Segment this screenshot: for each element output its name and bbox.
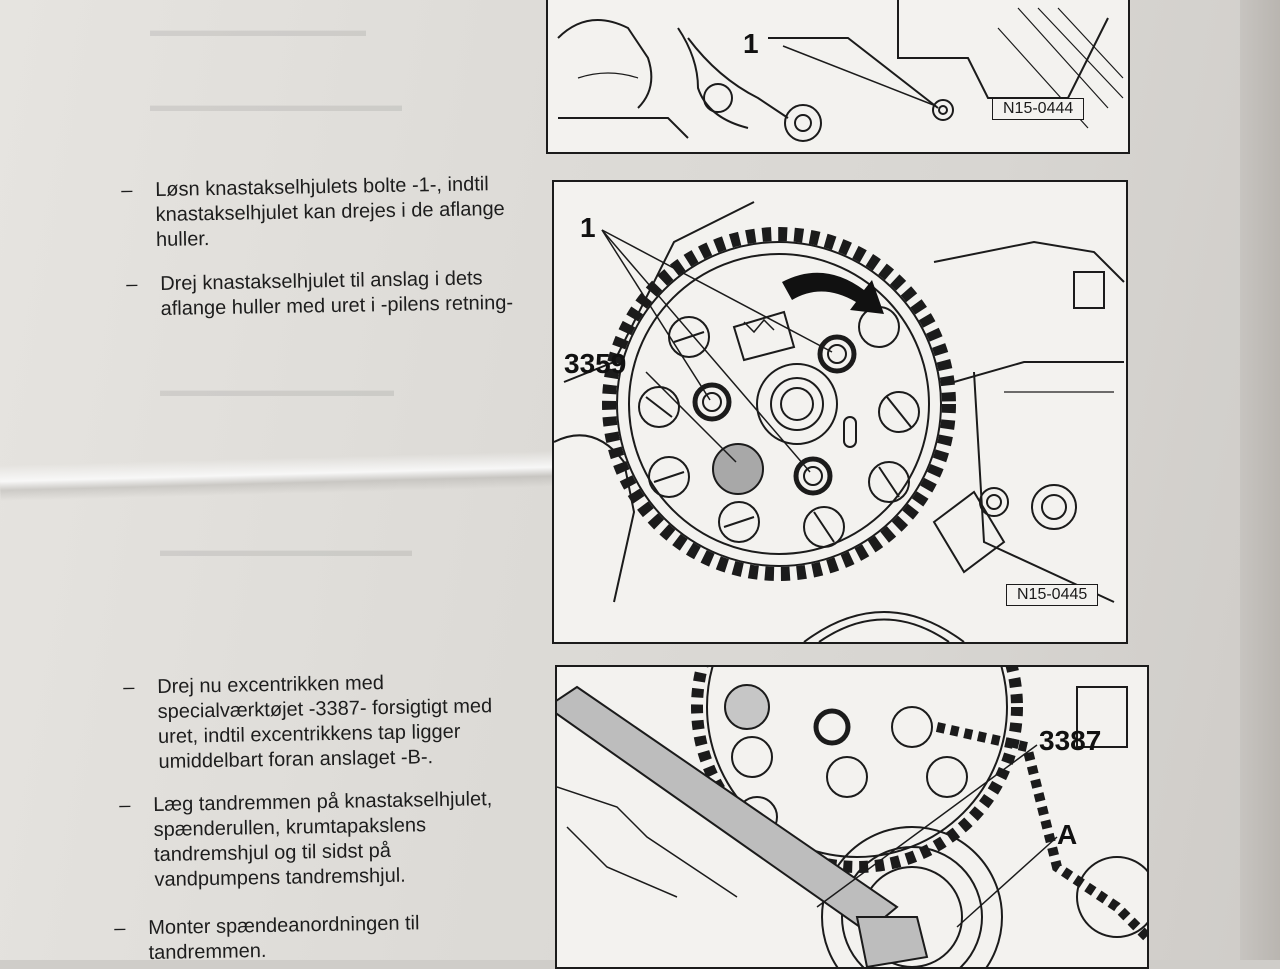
instruction-step: – Løsn knastakselhjulets bolte -1-, indt…	[121, 172, 505, 253]
figure-code: N15-0445	[1006, 584, 1099, 606]
step-text: Løsn knastakselhjulets bolte -1-, indtil…	[155, 173, 505, 251]
paper-fold	[0, 450, 561, 502]
figure-n15-0444: 1 N15-0444	[546, 0, 1130, 154]
step-text: Monter spændeanordningen til tandremmen.	[148, 912, 420, 964]
engine-drawing-top	[557, 0, 1124, 142]
step-text: Læg tandremmen på knastakselhjulet, spæn…	[153, 788, 493, 891]
step-dash: –	[126, 273, 138, 296]
bleed-through-text: ▬▬▬▬▬▬▬▬▬▬▬▬▬▬	[160, 540, 412, 560]
step-text: Drej knastakselhjulet til anslag i dets …	[160, 267, 514, 320]
callout-label: 3387	[1039, 725, 1102, 756]
instruction-step: – Drej knastakselhjulet til anslag i det…	[126, 266, 514, 322]
callout-label: 3359	[564, 348, 627, 379]
page-edge	[1240, 0, 1280, 960]
instruction-step: – Monter spændeanordningen til tandremme…	[114, 911, 420, 966]
instruction-step: – Læg tandremmen på knastakselhjulet, sp…	[119, 787, 494, 893]
instruction-step: – Drej nu excentrikken med specialværktø…	[123, 669, 493, 775]
camshaft-gear-drawing	[554, 201, 1125, 642]
step-dash: –	[119, 794, 131, 817]
bleed-through-text: ▬▬▬▬▬▬▬▬▬▬▬▬	[150, 20, 366, 40]
step-dash: –	[123, 676, 135, 699]
bleed-through-text: ▬▬▬▬▬▬▬▬▬▬▬▬▬	[160, 380, 394, 400]
figure-n15-0445: 1 3359 N15-0445	[552, 180, 1128, 644]
callout-label: 1	[580, 212, 596, 243]
figure-code: N15-0444	[992, 98, 1085, 120]
step-dash: –	[114, 917, 126, 940]
step-text: Drej nu excentrikken med specialværktøje…	[157, 672, 493, 773]
callout-label: 1	[743, 28, 759, 59]
figure-tensioner: 3387 A	[555, 665, 1149, 969]
bleed-through-text: ▬▬▬▬▬▬▬▬▬▬▬▬▬▬	[150, 95, 402, 115]
callout-label: A	[1057, 819, 1078, 850]
tensioner-drawing	[557, 667, 1147, 967]
step-dash: –	[121, 179, 133, 202]
